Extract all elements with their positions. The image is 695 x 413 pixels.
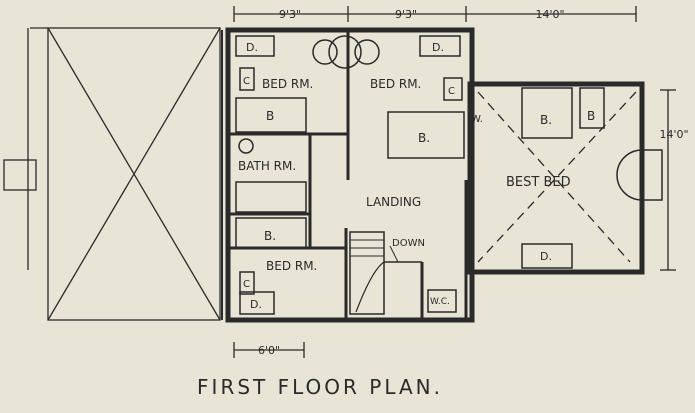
label-d4: D. xyxy=(540,250,552,263)
label-d2: D. xyxy=(432,41,444,54)
fixtures xyxy=(235,35,663,315)
roof-outline xyxy=(3,27,221,321)
plan-title: FIRST FLOOR PLAN. xyxy=(197,375,443,399)
room-bed-rm-1: BED RM. xyxy=(262,77,313,91)
label-down: DOWN xyxy=(392,238,425,249)
dim-top-3: 14'0" xyxy=(535,8,564,21)
best-bed-dash-lines xyxy=(477,91,637,263)
room-bed-rm-2: BED RM. xyxy=(370,77,421,91)
label-d3: D. xyxy=(250,298,262,311)
label-b2: B. xyxy=(418,131,430,145)
room-bed-rm-3: BED RM. xyxy=(266,259,317,273)
label-c1: C xyxy=(243,76,250,87)
dimension-lines xyxy=(233,6,676,358)
label-c3: C xyxy=(243,279,250,290)
room-bath-rm: BATH RM. xyxy=(238,159,296,173)
label-b5: B. xyxy=(264,229,276,243)
label-b1: B xyxy=(266,109,274,123)
room-best-bed: BEST BED xyxy=(506,175,571,190)
room-landing: LANDING xyxy=(366,195,421,209)
dim-top-1: 9'3" xyxy=(279,8,301,21)
dim-bottom: 6'0" xyxy=(258,344,280,357)
label-b3: B. xyxy=(540,113,552,127)
room-wc: W.C. xyxy=(430,297,450,307)
label-w: W. xyxy=(471,114,483,125)
label-d1: D. xyxy=(246,41,258,54)
dim-right: 14'0" xyxy=(659,128,688,141)
label-b4: B xyxy=(587,109,595,123)
label-c2: C xyxy=(448,86,455,97)
dim-top-2: 9'3" xyxy=(395,8,417,21)
